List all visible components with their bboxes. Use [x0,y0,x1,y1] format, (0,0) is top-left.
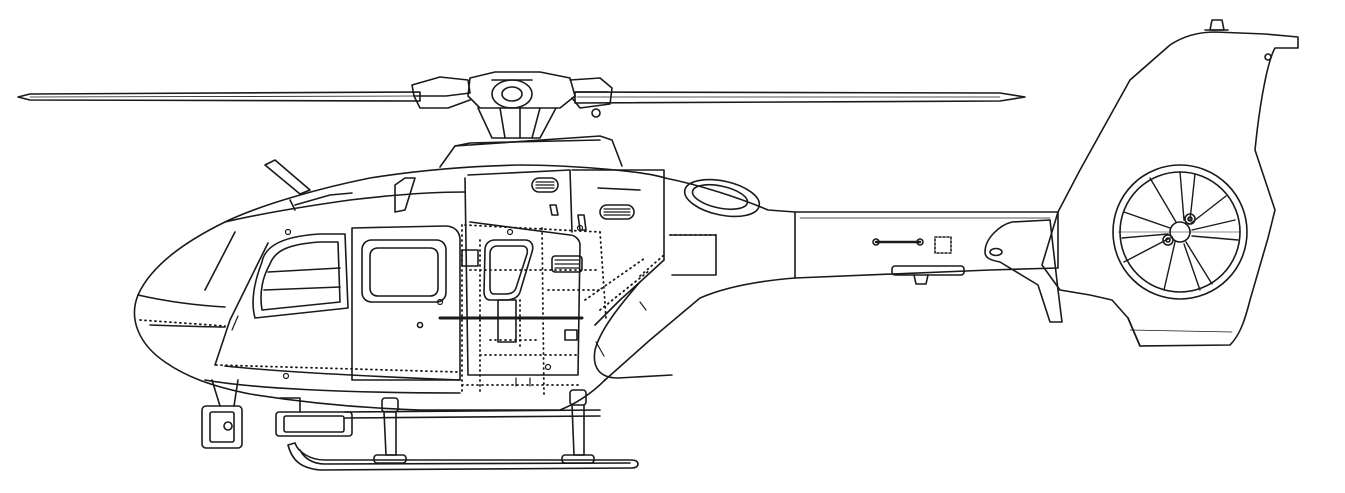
fenestron [1113,165,1247,299]
rear-panel [594,235,716,378]
cockpit-window [253,234,348,318]
cabin-door [352,226,582,380]
detail-marks [232,226,646,387]
step [276,398,352,436]
rivet-lines [140,225,716,395]
main-rotor [18,72,1025,138]
antenna [265,160,310,194]
engine-cowling [440,136,622,167]
tail-boom [795,212,1058,284]
rotor-hub [412,72,612,138]
search-light [202,380,242,448]
sliding-door [462,170,664,375]
vertical-fin [1042,20,1298,346]
main-rotor-blade-rear [575,92,1025,103]
cabin-door-window [362,240,446,302]
vent-mid [552,256,582,272]
horizontal-stabilizer [985,220,1062,322]
landing-skid [288,443,638,470]
exhaust [681,173,762,222]
fuselage [134,160,795,410]
vent-upper [532,178,558,192]
skid-struts [345,390,600,463]
vent-right [600,205,634,219]
fin-lower-skid [1128,318,1140,346]
